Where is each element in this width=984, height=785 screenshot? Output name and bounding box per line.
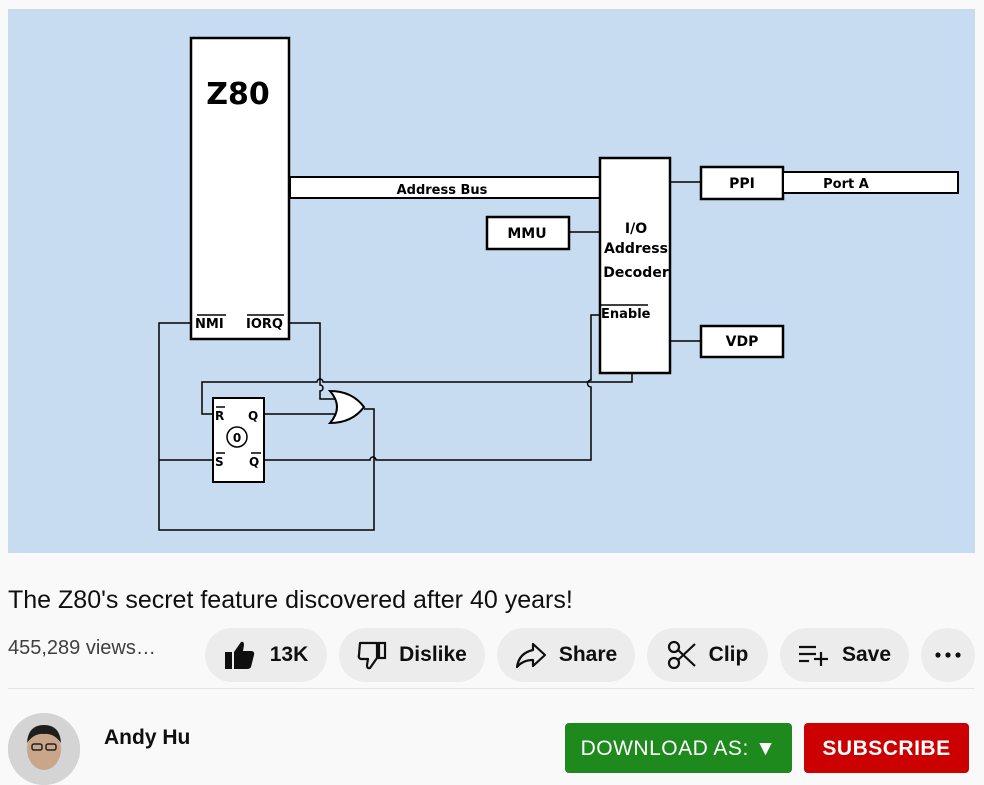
like-button[interactable]: 13K: [205, 628, 327, 682]
ff-s-label: S: [215, 455, 224, 469]
vdp-box: [699, 324, 785, 359]
avatar[interactable]: [8, 713, 80, 785]
ff-state-label: 0: [233, 431, 241, 445]
channel-name[interactable]: Andy Hu: [104, 726, 191, 749]
z80-label: Z80: [206, 77, 270, 112]
more-actions-button[interactable]: [921, 628, 975, 682]
download-as-button[interactable]: DOWNLOAD AS: ▼: [565, 723, 792, 773]
mmu-box: [485, 215, 571, 251]
video-player[interactable]: Z80 Address Bus MMU I/O Address Decoder …: [8, 9, 975, 553]
nmi-label: NMI: [195, 317, 224, 332]
port-a-bus: [782, 171, 959, 194]
thumbs-down-icon: [357, 641, 387, 670]
circuit-diagram: Z80 Address Bus MMU I/O Address Decoder …: [158, 36, 959, 531]
clip-button[interactable]: Clip: [647, 628, 768, 682]
share-button[interactable]: Share: [497, 628, 635, 682]
video-title: The Z80's secret feature discovered afte…: [8, 586, 573, 614]
vdp-label: VDP: [726, 334, 759, 350]
decoder-label-1: I/O: [625, 221, 647, 237]
iorq-label: IORQ: [246, 317, 283, 332]
save-label: Save: [841, 643, 892, 666]
decoder-label-3: Decoder: [603, 265, 669, 281]
dislike-label: Dislike: [399, 643, 467, 666]
avatar-image: [8, 713, 80, 785]
or-gate: [327, 389, 366, 425]
clip-label: Clip: [708, 643, 749, 666]
io-decoder: [598, 156, 672, 375]
like-count: 13K: [269, 643, 309, 666]
enable-label: Enable: [601, 307, 651, 322]
ff-r-label: R: [215, 409, 224, 423]
ff-q-label: Q: [248, 409, 258, 423]
scissors-icon: [667, 640, 696, 670]
more-horizontal-icon: [935, 652, 961, 658]
save-button[interactable]: Save: [780, 628, 909, 682]
dislike-button[interactable]: Dislike: [339, 628, 485, 682]
ff-qbar-label: Q: [249, 455, 259, 469]
share-label: Share: [558, 643, 618, 666]
decoder-label-2: Address: [604, 241, 668, 257]
playlist-add-icon: [798, 645, 828, 666]
address-bus-label: Address Bus: [397, 183, 488, 198]
subscribe-button[interactable]: SUBSCRIBE: [804, 723, 969, 773]
view-count[interactable]: 455,289 views…: [8, 637, 156, 659]
flip-flop: [212, 397, 265, 483]
divider: [8, 688, 975, 689]
port-a-label: Port A: [823, 177, 869, 192]
share-icon: [515, 642, 546, 669]
ppi-label: PPI: [729, 176, 755, 192]
mmu-label: MMU: [507, 226, 546, 242]
thumbs-up-icon: [224, 641, 254, 669]
z80-chip: [189, 36, 291, 341]
